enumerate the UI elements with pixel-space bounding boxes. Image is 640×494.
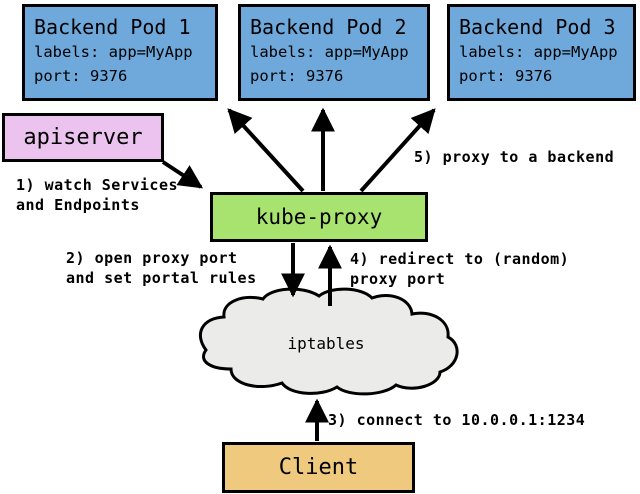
annotation-step5-line1: 5) proxy to a backend [414, 148, 615, 166]
annotation-step3-line1: 3) connect to 10.0.0.1:1234 [328, 411, 586, 429]
apiserver-label: apiserver [23, 125, 143, 150]
annotation-step2: 2) open proxy port and set portal rules [66, 248, 257, 288]
kube-proxy-box: kube-proxy [210, 192, 428, 242]
backend-pod-3-labels: labels: app=MyApp [459, 43, 618, 61]
backend-pod-1-port: port: 9376 [34, 67, 128, 85]
iptables-label: iptables [287, 334, 365, 353]
arrow-apiserver-to-kubeproxy [161, 160, 204, 189]
backend-pod-2-port: port: 9376 [250, 67, 344, 85]
annotation-step5: 5) proxy to a backend [414, 147, 614, 167]
annotation-step4: 4) redirect to (random) proxy port [350, 249, 569, 289]
backend-pod-1-box: Backend Pod 1 labels: app=MyApp port: 93… [22, 4, 218, 101]
backend-pod-3-port: port: 9376 [459, 67, 553, 85]
apiserver-box: apiserver [2, 113, 164, 162]
iptables-cloud [199, 287, 459, 396]
annotation-step1: 1) watch Services and Endpoints [16, 175, 178, 215]
backend-pod-2-title: Backend Pod 2 [250, 15, 407, 39]
backend-pod-1-title: Backend Pod 1 [34, 15, 191, 39]
backend-pod-3-title: Backend Pod 3 [459, 15, 616, 39]
arrow-kubeproxy-to-pod1 [227, 108, 305, 193]
annotation-step2-line2: and set portal rules [66, 269, 257, 287]
arrow-kubeproxy-to-pod3 [359, 108, 436, 193]
annotation-step1-line2: and Endpoints [16, 196, 140, 214]
annotation-step1-line1: 1) watch Services [16, 176, 179, 194]
annotation-step4-line1: 4) redirect to (random) [350, 250, 570, 268]
backend-pod-2-labels: labels: app=MyApp [250, 43, 409, 61]
annotation-step2-line1: 2) open proxy port [66, 249, 238, 267]
annotation-step4-line2: proxy port [350, 270, 446, 288]
client-label: Client [278, 455, 359, 480]
backend-pod-2-box: Backend Pod 2 labels: app=MyApp port: 93… [238, 4, 430, 101]
annotation-step3: 3) connect to 10.0.0.1:1234 [328, 410, 585, 430]
kube-proxy-label: kube-proxy [255, 205, 383, 229]
backend-pod-3-box: Backend Pod 3 labels: app=MyApp port: 93… [447, 4, 636, 101]
client-box: Client [222, 442, 415, 493]
backend-pod-1-labels: labels: app=MyApp [34, 43, 193, 61]
